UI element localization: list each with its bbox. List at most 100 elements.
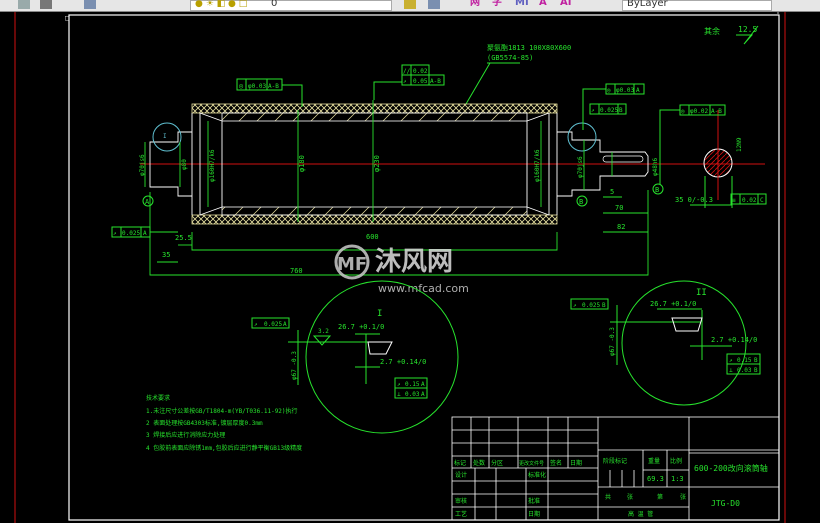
drawing-annotation: 0.05 <box>413 78 428 85</box>
layer-dropdown[interactable]: ● ☀ ◧ ● □ 0 <box>190 0 392 11</box>
drawing-annotation: 更改文件号 <box>519 460 544 467</box>
drawing-geometry <box>312 335 332 346</box>
dim-shaft-end: φ48h6 <box>652 158 659 176</box>
drawing-annotation: 签名 <box>550 459 562 467</box>
drawing-annotation: 26.7 +0.1/0 <box>650 300 696 308</box>
right-shaft <box>557 131 649 197</box>
drawing-annotation: ↗ <box>591 107 595 114</box>
drawing-annotation: 阶段标记 <box>603 457 627 465</box>
drawing-annotation: ◎ <box>607 87 611 94</box>
layer-manager-icon[interactable] <box>40 0 52 9</box>
layer-states-icon[interactable] <box>18 0 30 9</box>
drawing-annotation: 处数 <box>473 459 485 467</box>
drawing-geometry <box>452 429 598 508</box>
drawing-geometry <box>288 330 380 385</box>
drawing-annotation: 标准化 <box>528 471 546 479</box>
drawing-annotation: ↗ <box>403 78 407 85</box>
dim-25-5: 25.5 <box>175 234 192 242</box>
title-block <box>451 416 780 521</box>
drawing-annotation: A <box>421 381 425 388</box>
note-line: 3 焊接后应进行消除应力处理 <box>146 431 225 439</box>
left-end-disc <box>191 112 223 216</box>
layer-previous-icon[interactable] <box>428 0 440 9</box>
linetype-dropdown[interactable]: ByLayer <box>622 0 772 11</box>
text-tool-4[interactable]: A <box>539 0 547 8</box>
gdt-far-right-concentric: ◎ φ0.02 A-B <box>659 104 726 184</box>
text-tool-5[interactable]: AI <box>560 0 572 8</box>
dim-left-bore: φ160H7/k6 <box>209 149 216 182</box>
dim-5: 5 <box>610 188 614 196</box>
drawing-annotation: φ67 -0.3 <box>291 351 298 380</box>
drawing-canvas[interactable]: □ 其余 12.5 聚氨酯1813 100X80X600 (GB5574-85)… <box>0 12 820 523</box>
drawing-annotation: 0.025 <box>582 302 600 309</box>
notes-title: 技术要求 <box>146 394 170 402</box>
drawing-geometry <box>367 341 393 355</box>
note-line: 2 表面处理按GB4303标准,镀层厚度0.3mm <box>146 419 263 427</box>
drawing-geometry <box>671 317 703 332</box>
drawing-annotation: 0.025 <box>122 230 140 237</box>
text-tool-3[interactable]: MI <box>515 0 529 8</box>
dim-35: 35 <box>162 251 170 259</box>
drawing-annotation: 分区 <box>491 459 503 467</box>
drawing-annotation: B <box>619 107 623 114</box>
drawing-number: JTG-D0 <box>711 499 740 508</box>
drawing-annotation: I <box>163 133 167 140</box>
drawing-annotation: ↗ <box>397 381 401 388</box>
right-end-disc <box>526 112 558 216</box>
layers-icon[interactable] <box>84 0 96 9</box>
drawing-annotation: 0.15 <box>405 381 420 388</box>
drawing-geometry <box>474 468 549 520</box>
drawing-annotation: 审核 <box>455 497 467 505</box>
datum-b: B <box>579 198 583 206</box>
drawing-annotation: ⊥ <box>397 391 401 398</box>
text-tool-2[interactable]: 字 <box>492 0 502 8</box>
drawing-annotation: 共 <box>605 493 611 501</box>
drawing-annotation: B <box>602 302 606 309</box>
text-tool-1[interactable]: 网 <box>470 0 480 8</box>
drawing-geometry <box>470 417 569 468</box>
drawing-annotation: 2.7 +0.14/0 <box>380 358 426 366</box>
detail-i-marker <box>152 122 182 152</box>
dim-right-bore: φ160H7/k6 <box>534 149 541 182</box>
drawing-annotation: 0.025 <box>600 107 618 114</box>
key-depth-dim: 35 0/-0.3 <box>675 196 713 204</box>
note-line: 1.未注尺寸公差按GB/T1804-m(YB/T036.11-92)执行 <box>146 407 298 415</box>
material-note-line1: 聚氨酯1813 100X80X600 <box>487 43 571 52</box>
drawing-geometry <box>570 298 609 310</box>
left-shaft <box>149 131 192 197</box>
gdt-top-parallel-runout: // 0.02 ↗ 0.05 A-B <box>373 64 445 100</box>
drawing-annotation: 张 <box>680 493 686 501</box>
dim-82: 82 <box>617 223 625 231</box>
drawing-geometry <box>401 74 445 86</box>
dim-left-bearing: φ70js6 <box>139 154 146 176</box>
layer-value: 0 <box>271 0 278 9</box>
datum-a-marker <box>142 195 154 207</box>
shell-wall-top <box>221 112 528 122</box>
drawing-annotation: A-B <box>430 78 441 85</box>
drawing-annotation: φ67 -0.3 <box>609 327 616 356</box>
drawing-geometry <box>465 62 520 105</box>
drawing-geometry <box>659 109 680 184</box>
drawing-geometry <box>282 84 303 107</box>
drawing-annotation: 第 <box>657 493 663 501</box>
gdt-right-concentric: ◎ φ0.03 A <box>582 83 645 130</box>
drawing-annotation: 0.15 <box>737 357 752 364</box>
drawing-geometry <box>690 176 733 208</box>
drawing-annotation: 0.03 <box>405 391 420 398</box>
drawing-annotation: ≡ <box>732 197 736 204</box>
drawing-annotation: φ0.02 <box>690 108 708 115</box>
dim-760: 760 <box>290 267 303 275</box>
drawing-geometry <box>610 305 732 365</box>
dim-left-step: φ80 <box>181 159 188 170</box>
technical-notes: 技术要求 1.未注尺寸公差按GB/T1804-m(YB/T036.11-92)执… <box>146 394 302 452</box>
drawing-geometry <box>597 417 690 520</box>
dim-70: 70 <box>615 204 623 212</box>
drawing-geometry <box>730 193 767 205</box>
detail-i-label: I <box>377 309 382 319</box>
drawing-annotation: A-B <box>711 108 722 115</box>
drawing-geometry <box>609 470 635 487</box>
make-current-icon[interactable] <box>404 0 416 9</box>
key-width-dim: 12N9 <box>736 137 743 152</box>
weight-value: 69.3 <box>647 475 664 483</box>
drawing-annotation: 标记 <box>454 459 466 467</box>
